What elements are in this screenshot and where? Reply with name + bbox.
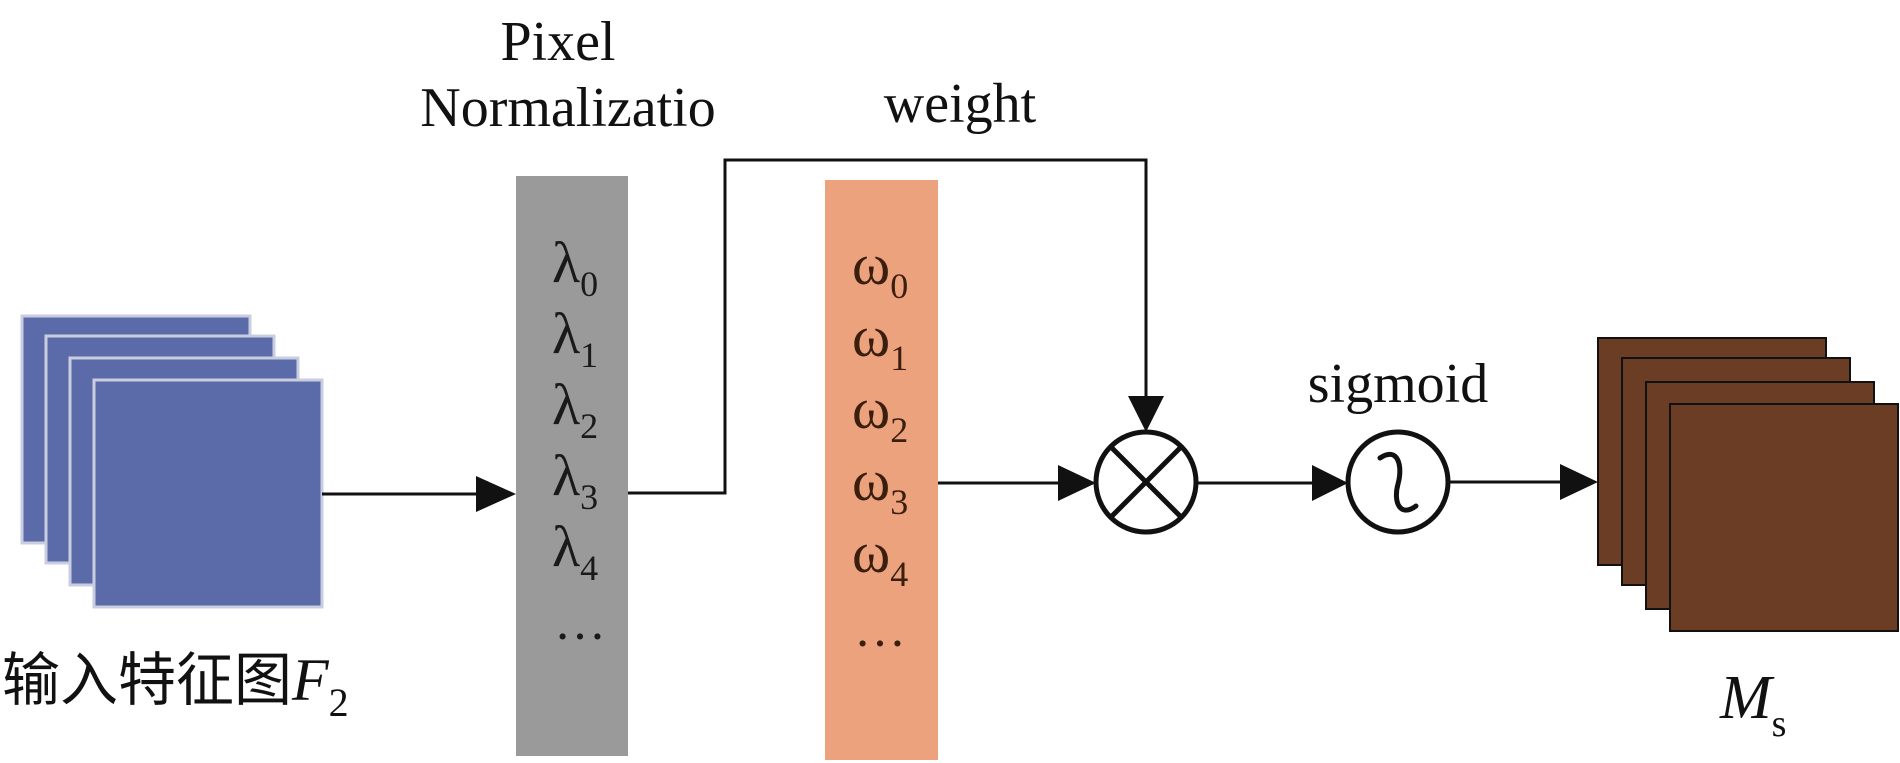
arrowhead-weight-to-multiply [1058, 465, 1096, 501]
input-label-symbol: F [291, 647, 330, 713]
connector-norm-to-multiply [628, 158, 1148, 495]
omega-subscript: 4 [890, 554, 908, 594]
omega-item-2: ω2 [852, 376, 908, 450]
lambda-symbol: λ [552, 230, 580, 295]
omega-item-3: ω3 [852, 448, 908, 522]
output-label: Ms [1719, 664, 1786, 745]
omega-item-4: ω4 [852, 520, 908, 594]
pixel-norm-label-line2: Normalizatio [420, 77, 715, 139]
output-label-subscript: s [1772, 703, 1787, 745]
arrowhead-input-to-norm [476, 476, 516, 512]
omega-list: ω0ω1ω2ω3ω4… [852, 232, 908, 658]
lambda-item-4: λ4 [552, 514, 598, 588]
omega-symbol: ω [852, 448, 890, 513]
lambda-symbol: λ [552, 301, 580, 366]
omega-subscript: 0 [890, 266, 908, 306]
output-map-layer-4 [1669, 403, 1899, 632]
omega-subscript: 3 [890, 482, 908, 522]
sigmoid-label: sigmoid [1308, 353, 1488, 415]
arrowhead-multiply-to-sigmoid [1312, 465, 1348, 501]
lambda-subscript: 4 [580, 548, 598, 588]
lambda-list: λ0λ1λ2λ3λ4… [552, 230, 606, 651]
lambda-item-1: λ1 [552, 301, 598, 375]
omega-subscript: 2 [890, 410, 908, 450]
lambda-bar [516, 176, 628, 756]
omega-item-1: ω1 [852, 304, 908, 378]
arrowhead-into-multiply-top [1128, 396, 1164, 432]
sigmoid-node [1345, 429, 1451, 535]
lambda-item-2: λ2 [552, 372, 598, 446]
omega-ellipsis: … [854, 601, 906, 658]
lambda-item-0: λ0 [552, 230, 598, 304]
weight-label: weight [884, 73, 1037, 135]
omega-bar [825, 180, 938, 760]
omega-symbol: ω [852, 376, 890, 441]
output-label-symbol: M [1719, 664, 1775, 732]
omega-symbol: ω [852, 304, 890, 369]
input-label: 输入特征图F2 [2, 646, 349, 725]
output-map-stack [1597, 337, 1899, 632]
omega-symbol: ω [852, 520, 890, 585]
arrowhead-sigmoid-to-output [1560, 464, 1598, 500]
input-label-subscript: 2 [329, 680, 349, 725]
pixel-norm-label-line1: Pixel [500, 11, 615, 73]
lambda-subscript: 3 [580, 477, 598, 517]
lambda-item-3: λ3 [552, 443, 598, 517]
lambda-symbol: λ [552, 514, 580, 579]
input-feature-map-stack [20, 314, 324, 609]
multiply-node [1093, 429, 1199, 535]
lambda-subscript: 1 [580, 335, 598, 375]
lambda-subscript: 2 [580, 406, 598, 446]
lambda-subscript: 0 [580, 264, 598, 304]
omega-subscript: 1 [890, 338, 908, 378]
lambda-symbol: λ [552, 443, 580, 508]
lambda-symbol: λ [552, 372, 580, 437]
input-label-prefix: 输入特征图 [2, 646, 292, 714]
omega-item-0: ω0 [852, 232, 908, 306]
omega-symbol: ω [852, 232, 890, 297]
lambda-ellipsis: … [554, 594, 606, 651]
input-map-layer-4 [92, 378, 324, 609]
